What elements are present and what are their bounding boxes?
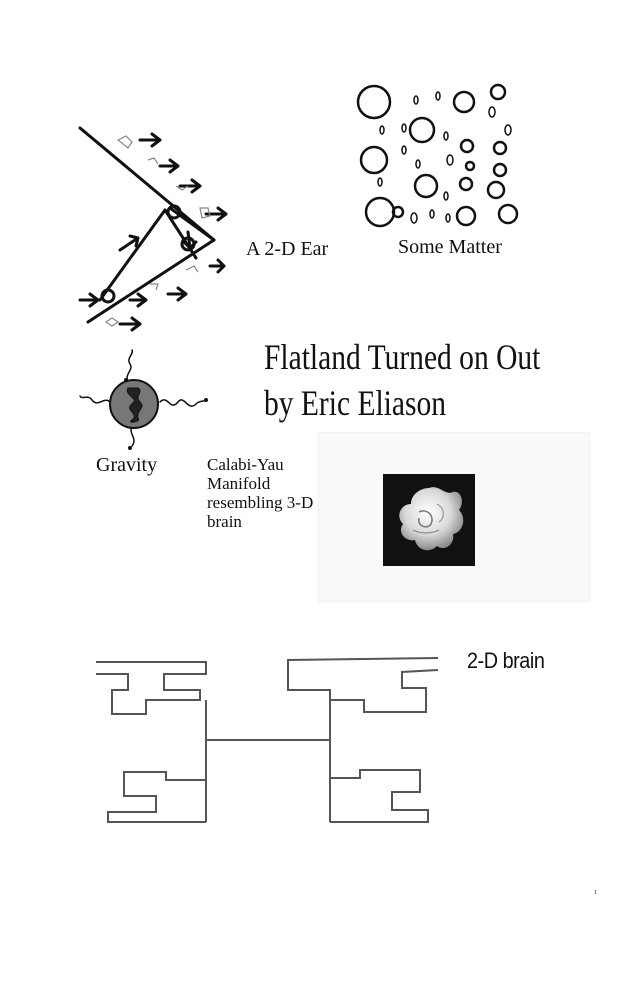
title-line-2: by Eric Eliason [264, 383, 447, 423]
calabi-yau-manifold-photo [383, 474, 475, 566]
matter-label: Some Matter [398, 236, 502, 258]
ear-label: A 2-D Ear [246, 238, 329, 260]
title-line-1: Flatland Turned on Out [264, 337, 541, 377]
calabi-yau-label: Calabi-Yau Manifold resembling 3-D brain [207, 455, 314, 531]
gravity-label: Gravity [96, 454, 158, 476]
2d-brain-label: 2-D brain [467, 648, 545, 673]
page-number: 1 [594, 890, 597, 896]
